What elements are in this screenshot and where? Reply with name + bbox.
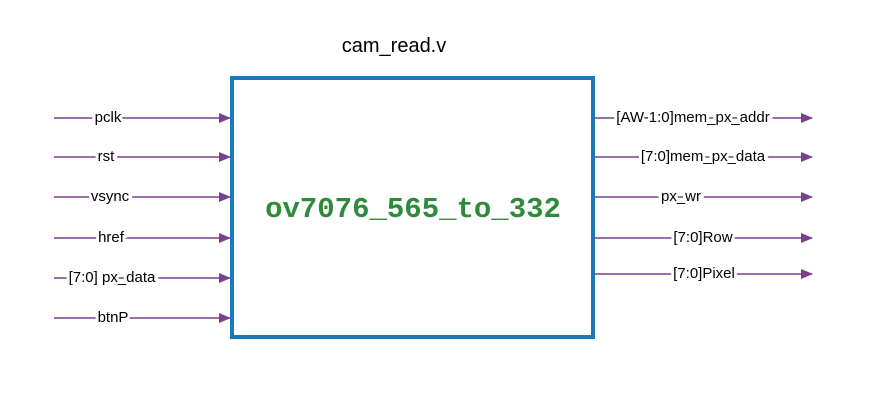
input-port-px-data: [7:0] px_data	[54, 266, 231, 289]
output-label: px_wr	[661, 188, 701, 205]
module-box	[230, 76, 595, 339]
input-label: pclk	[95, 109, 122, 126]
input-label: rst	[98, 148, 115, 165]
input-label: href	[98, 229, 125, 246]
input-label: [7:0] px_data	[69, 269, 156, 286]
input-port-btnp: btnP	[54, 306, 231, 329]
input-label: btnP	[98, 309, 129, 326]
output-label: [7:0]Pixel	[673, 265, 735, 282]
output-label: [7:0]Row	[673, 229, 732, 246]
input-port-rst: rst	[54, 145, 231, 168]
file-name-title: cam_read.v	[342, 35, 447, 57]
module-name: ov7076_565_to_332	[265, 193, 561, 226]
output-label: [7:0]mem_px_data	[641, 148, 766, 165]
input-port-vsync: vsync	[54, 185, 231, 208]
output-port-mem-px-addr: [AW-1:0]mem_px_addr	[595, 106, 813, 129]
output-port-pixel: [7:0]Pixel	[595, 262, 813, 285]
output-port-mem-px-data: [7:0]mem_px_data	[595, 145, 813, 168]
output-port-row: [7:0]Row	[595, 226, 813, 249]
input-port-pclk: pclk	[54, 106, 231, 129]
input-label: vsync	[91, 188, 130, 205]
output-label: [AW-1:0]mem_px_addr	[616, 109, 769, 126]
input-port-href: href	[54, 226, 231, 249]
output-port-px-wr: px_wr	[595, 185, 813, 208]
